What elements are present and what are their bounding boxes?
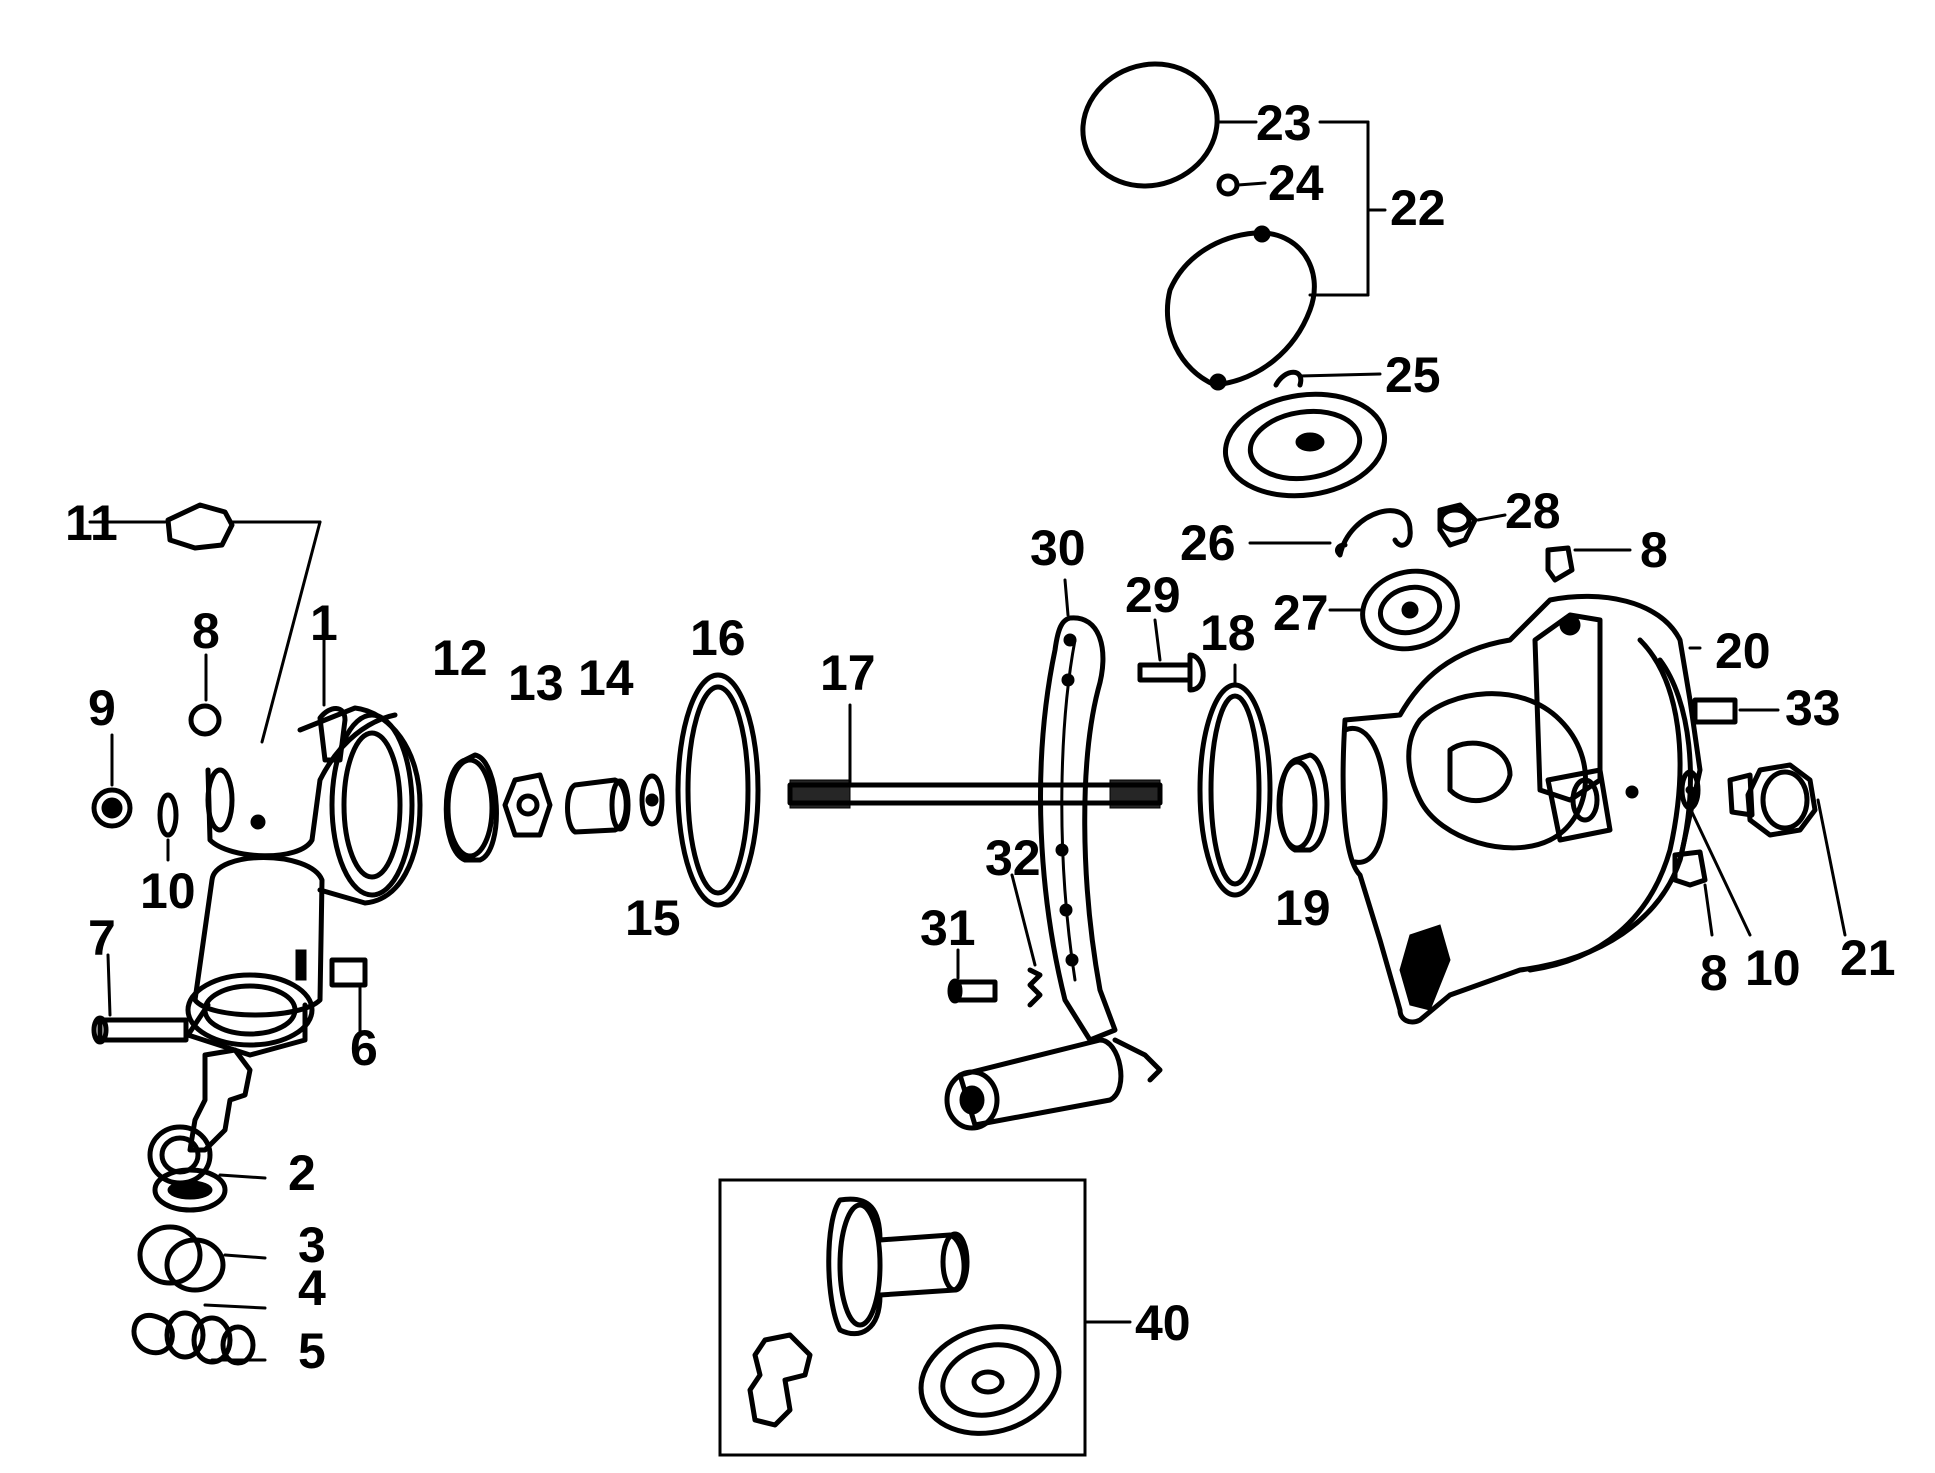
part-30-crank-arm (1038, 578, 1118, 1043)
label-27: 27 (1273, 585, 1329, 641)
label-4: 4 (298, 1260, 326, 1316)
part-5-spring-rings (131, 1310, 267, 1366)
label-13: 13 (508, 655, 564, 711)
part-26-snap-ring (1248, 508, 1413, 558)
crank-handle-grip (944, 1037, 1163, 1131)
label-26: 26 (1180, 515, 1236, 571)
part-8-bolt-right-upper (1545, 545, 1632, 583)
label-19: 19 (1275, 880, 1331, 936)
label-10-left: 10 (140, 863, 196, 919)
part-19-bearing (1276, 752, 1330, 853)
label-10-right: 10 (1745, 940, 1801, 996)
label-33: 33 (1785, 680, 1841, 736)
label-29: 29 (1125, 567, 1181, 623)
label-20: 20 (1715, 623, 1771, 679)
label-22: 22 (1390, 180, 1446, 236)
part-14-bushing (565, 777, 631, 835)
part-3-seal (152, 1167, 267, 1260)
part-9-nut (91, 733, 133, 829)
label-15: 15 (625, 890, 681, 946)
part-12-bearing (443, 752, 499, 863)
part-1-body-left (185, 638, 423, 1058)
label-30: 30 (1030, 520, 1086, 576)
part-15-washer (639, 773, 665, 827)
part-18-oring (1197, 663, 1273, 898)
label-11: 11 (65, 495, 118, 551)
part-27-bearing (1328, 568, 1460, 652)
part-17-shaft (787, 703, 1163, 809)
label-2: 2 (288, 1145, 316, 1201)
label-32: 32 (985, 830, 1041, 886)
part-7-bolt (91, 953, 189, 1045)
part-labels: 1 2 3 4 5 6 7 8 8 8 9 10 10 11 12 13 14 … (65, 95, 1896, 1379)
part-21-knob (1727, 762, 1847, 937)
part-28-cap (1437, 502, 1507, 548)
part-24-screw (1216, 173, 1267, 197)
label-9: 9 (88, 680, 116, 736)
label-3: 3 (298, 1217, 326, 1273)
label-23: 23 (1256, 95, 1312, 151)
label-21: 21 (1840, 930, 1896, 986)
label-16: 16 (690, 610, 746, 666)
part-2-fitting (147, 1047, 267, 1186)
part-10-washer-right (1679, 769, 1752, 937)
part-8-bolt-right-lower (1672, 849, 1714, 937)
part-8-bolt-left (188, 653, 222, 737)
part-32-spring (1010, 873, 1043, 1008)
part-33-key (1692, 697, 1780, 725)
label-8-right-lower: 8 (1700, 945, 1728, 1001)
label-40: 40 (1135, 1295, 1191, 1351)
label-8-right-upper: 8 (1640, 522, 1668, 578)
label-7: 7 (88, 910, 116, 966)
part-25-clip (1273, 369, 1382, 388)
label-14: 14 (578, 650, 634, 706)
part-29-screw (1137, 618, 1206, 693)
label-24: 24 (1268, 155, 1324, 211)
part-31-pin (947, 948, 998, 1004)
part-23-gasket (1080, 61, 1258, 189)
label-28: 28 (1505, 483, 1561, 539)
part-22-bracket (1308, 120, 1387, 297)
label-6: 6 (350, 1020, 378, 1076)
part-20-gearbox-housing (1340, 593, 1703, 1025)
label-5: 5 (298, 1323, 326, 1379)
label-8-left: 8 (192, 603, 220, 659)
part-6-screw-left (329, 957, 368, 1037)
label-1: 1 (310, 595, 338, 651)
part-16-oring (675, 672, 761, 908)
label-17: 17 (820, 645, 876, 701)
label-18: 18 (1200, 605, 1256, 661)
label-25: 25 (1385, 347, 1441, 403)
diaphragm-disc (1222, 391, 1388, 499)
part-11-valve (88, 502, 322, 744)
label-31: 31 (920, 900, 976, 956)
part-13-nut (502, 772, 553, 838)
part-4-washer-stack (137, 1224, 267, 1310)
part-10-washer-left (157, 792, 179, 862)
label-12: 12 (432, 630, 488, 686)
part-22-cover (1164, 225, 1317, 391)
part-40-kit-box (718, 1178, 1132, 1457)
